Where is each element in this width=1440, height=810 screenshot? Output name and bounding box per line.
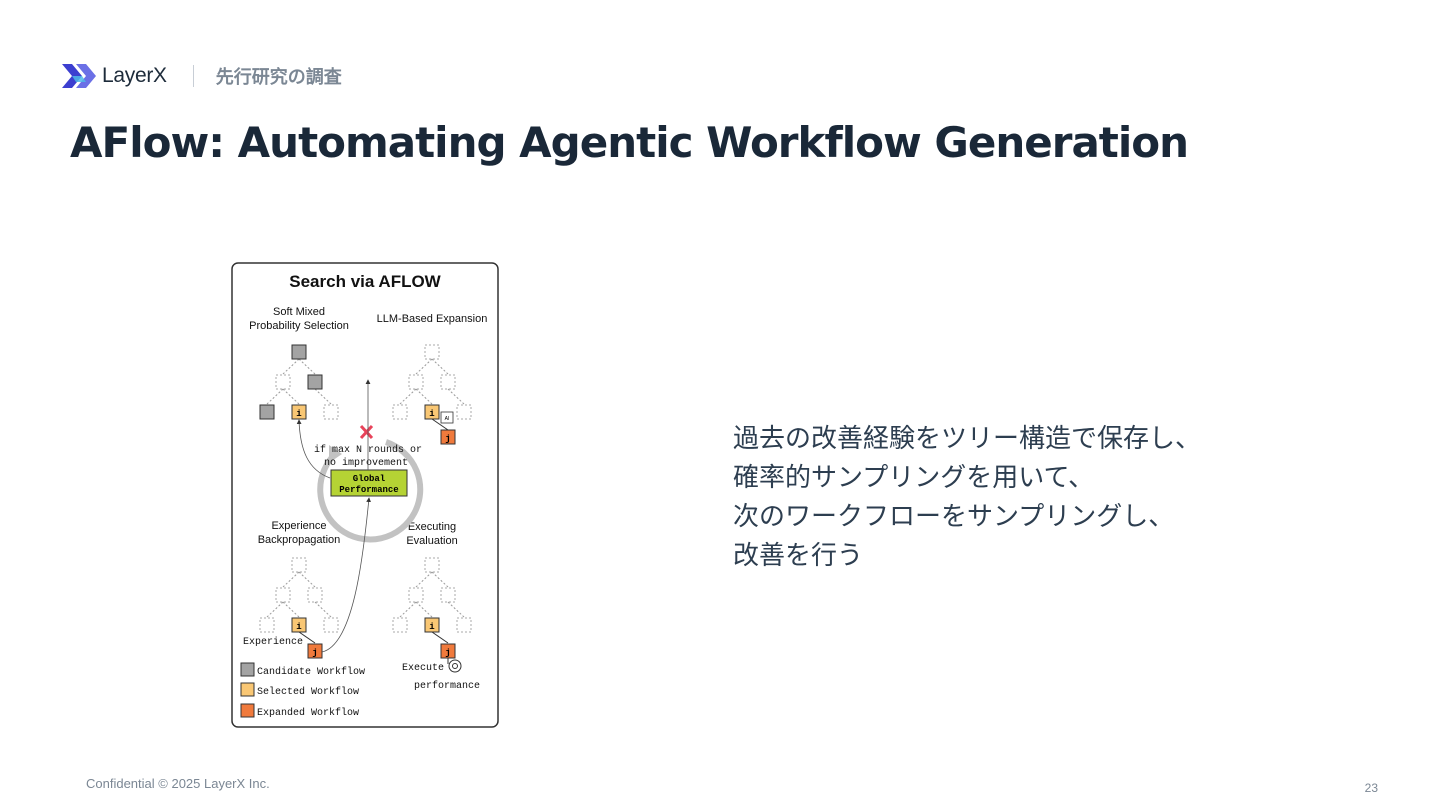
body-line-3: 次のワークフローをサンプリングし、 [733,502,1175,532]
expansion-tree: i AI j [392,344,472,445]
backprop-label-2: Backpropagation [258,534,341,546]
global-performance-box [330,469,408,497]
figure-legend: Candidate Workflow Selected Workflow Exp… [240,662,365,719]
empty-node [259,617,275,633]
evaluation-label-2: Evaluation [406,535,457,547]
evaluation-tree: i j Execute performance [392,557,480,692]
legend-selected-label: Selected Workflow [257,686,359,698]
node-j-label: j [312,648,317,658]
empty-node [392,404,408,420]
brand-name: LayerX [102,64,167,87]
footer-confidential: Confidential © 2025 LayerX Inc. [86,776,270,791]
empty-node [408,374,424,390]
candidate-node [259,404,275,420]
aflow-figure: Search via AFLOW Soft Mixed Probability … [228,260,502,730]
section-label: 先行研究の調査 [215,67,342,88]
node-i-label: i [296,622,302,632]
legend-expanded-label: Expanded Workflow [257,707,359,719]
empty-node [424,344,440,360]
page-number: 23 [1364,781,1378,795]
llm-tag: AI [445,416,450,422]
node-i-label: i [296,409,302,419]
selected-node [424,617,440,633]
body-line-1: 過去の改善経験をツリー構造で保存し、 [733,424,1202,454]
empty-node [291,557,307,573]
execution-engine-icon [448,659,462,673]
expansion-label: LLM-Based Expansion [377,313,488,325]
empty-node [440,374,456,390]
layerx-logo-icon [62,64,96,88]
legend-candidate-swatch [240,662,255,677]
global-label-1: Global [353,474,386,484]
aflow-diagram: Search via AFLOW Soft Mixed Probability … [231,262,499,728]
empty-node [392,617,408,633]
empty-node [307,587,323,603]
node-i-label: i [429,409,435,419]
empty-node [456,617,472,633]
figure-title: Search via AFLOW [289,272,441,291]
selection-tree: i [259,344,339,420]
legend-selected-swatch [240,682,255,697]
selection-label-1: Soft Mixed [273,306,325,318]
expanded-node [307,643,323,659]
empty-node [456,404,472,420]
empty-node [408,587,424,603]
empty-node [440,587,456,603]
header-divider [192,65,194,87]
slide-header: LayerX 先行研究の調査 [62,60,342,92]
selected-node [291,617,307,633]
slide-title: AFlow: Automating Agentic Workflow Gener… [70,118,1189,167]
loop-condition-2: no improvement [324,457,408,469]
empty-node [275,374,291,390]
llm-icon [440,411,454,424]
node-i-label: i [429,622,435,632]
empty-node [323,617,339,633]
empty-node [424,557,440,573]
node-j-label: j [445,434,450,444]
candidate-node [291,344,307,360]
body-line-2: 確率的サンプリングを用いて、 [733,463,1095,493]
search-loop: if max N rounds or no improvement Global… [296,379,424,653]
global-label-2: Performance [339,485,398,495]
evaluation-label-1: Executing [408,521,456,533]
legend-candidate-label: Candidate Workflow [257,666,365,678]
empty-node [275,587,291,603]
node-j-label: j [445,648,450,658]
backprop-label-1: Experience [271,520,326,532]
empty-node [323,404,339,420]
candidate-node [307,374,323,390]
execute-label: Execute [402,663,444,674]
body-line-4: 改善を行う [733,541,864,571]
performance-label: performance [414,680,480,692]
expanded-node [440,429,456,445]
backprop-tree: i j Experience [243,557,339,659]
selected-node [291,404,307,420]
slide-body-text: 過去の改善経験をツリー構造で保存し、 確率的サンプリングを用いて、 次のワークフ… [733,420,1201,576]
experience-label: Experience [243,636,303,648]
selected-node [424,404,440,420]
legend-expanded-swatch [240,703,255,718]
selection-label-2: Probability Selection [249,320,349,332]
